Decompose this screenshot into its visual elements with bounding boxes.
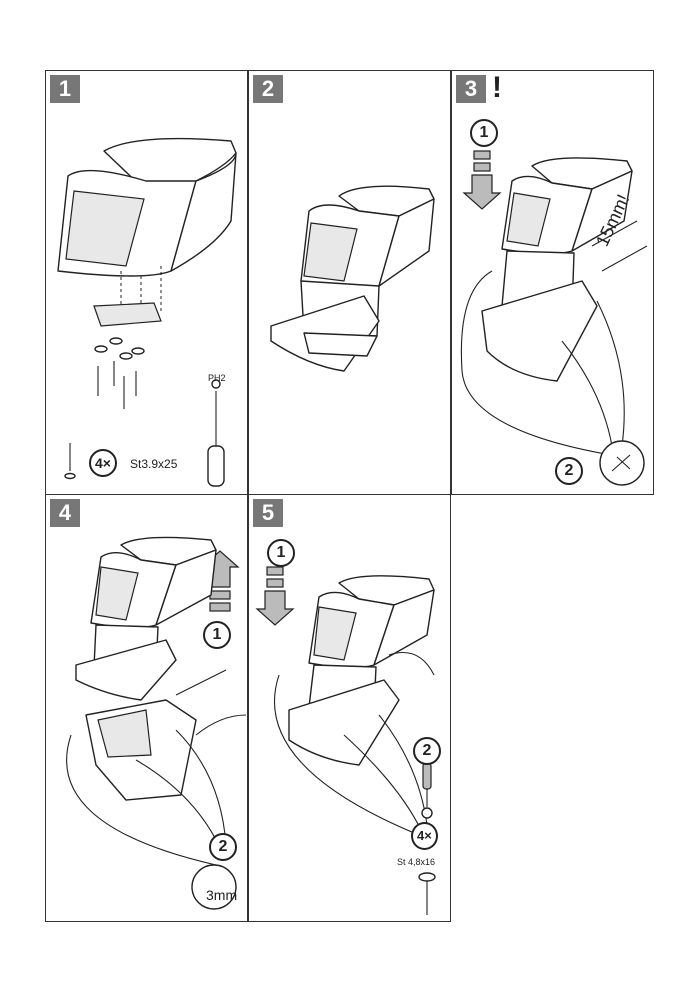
substep-1-badge: 1 (267, 539, 295, 567)
armrest-final-install-illustration (255, 566, 436, 915)
substep-1-badge: 1 (203, 621, 231, 649)
substep-1-badge: 1 (470, 119, 498, 147)
armrest-exploded-illustration (57, 137, 237, 487)
step-1-panel: 1 4× St3.9x25 PH2 (45, 70, 248, 495)
step-number: 2 (253, 75, 283, 103)
step-number: 1 (50, 75, 80, 103)
substep-2-badge: 2 (209, 833, 237, 861)
step-number: 3 (456, 75, 486, 103)
armrest-measure-illustration (460, 150, 648, 486)
step-4-panel: 4 1 2 3mm (45, 494, 248, 922)
armrest-assembled-illustration (270, 185, 435, 372)
step-3-panel: 3 ! 1 2 15mm! (451, 70, 654, 495)
step-2-panel: 2 (248, 70, 451, 495)
screw-spec-label: St 4,8x16 (397, 857, 436, 867)
step-5-panel: 5 1 2 4× St 4,8x16 (248, 494, 451, 922)
step-number: 5 (253, 499, 283, 527)
substep-2-badge: 2 (413, 737, 441, 765)
screw-spec-label: St3.9x25 (130, 457, 178, 471)
step-number: 4 (50, 499, 80, 527)
quantity-badge: 4× (89, 449, 117, 477)
drill-size-label: 3mm (206, 887, 238, 903)
screwdriver-label: PH2 (208, 373, 226, 383)
substep-2-badge: 2 (555, 457, 583, 485)
quantity-badge: 4× (411, 822, 438, 850)
warning-mark: ! (492, 71, 502, 104)
